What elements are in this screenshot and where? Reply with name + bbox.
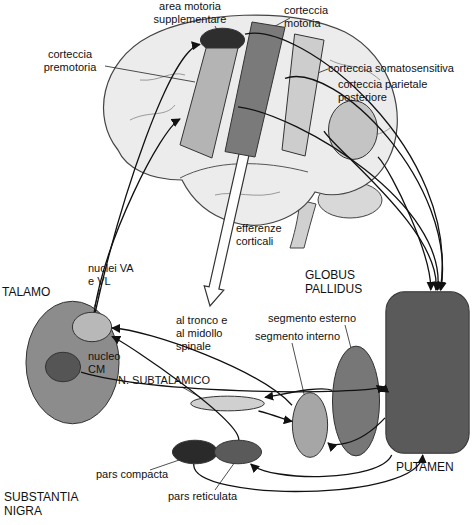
region-outline (225, 22, 285, 157)
region-shape (172, 440, 217, 464)
region-shape (26, 301, 119, 424)
structure-label: area motoria supplementare (140, 0, 240, 26)
structure-label: TALAMO (2, 285, 72, 299)
structure-label: N. SUBTALAMICO (118, 374, 228, 387)
pathway-arrow (95, 44, 200, 312)
region-outline (180, 48, 238, 158)
brain-structure: pars compacta (172, 440, 218, 464)
region-shape (180, 48, 238, 158)
structure-label: corteccia parietale posteriore (338, 78, 448, 104)
structure-label: pars reticulata (168, 490, 268, 503)
pathway-arrow (81, 372, 385, 392)
pathway-arrow (324, 131, 436, 290)
brain-structure: N. SUBTALAMICO (190, 396, 265, 411)
region-shape (191, 396, 265, 411)
structure-label: PUTAMEN (396, 460, 466, 474)
brain-structure: segmento interno (292, 392, 328, 458)
structure-label: corteccia somatosensitiva (328, 62, 468, 75)
brain-structure: nuclei VA e VL (72, 312, 112, 342)
structure-label: corteccia premotoria (30, 48, 110, 74)
pathway-arrow (328, 418, 385, 445)
pathway-arrow (245, 33, 442, 290)
structure-label: corteccia motoria (284, 4, 344, 30)
pathway-arrow (112, 337, 239, 441)
leader-line (215, 462, 235, 490)
structure-label: segmento esterno (268, 312, 378, 325)
brain-structure: nucleo CM (45, 352, 81, 382)
pathway-arrow (285, 77, 443, 290)
region-outline (72, 312, 112, 342)
pathway-arrow (378, 157, 431, 290)
brain-outline (104, 15, 398, 225)
leader-lines (78, 18, 352, 490)
structure-label: nuclei VA e VL (88, 262, 138, 288)
brain-structure: TALAMOnuclei VA e VLnucleo CM (25, 300, 120, 425)
leader-line (105, 66, 195, 82)
region-outline (172, 440, 218, 464)
region-shape (292, 393, 327, 458)
brain-structure: corteccia premotoria (180, 48, 238, 158)
brain-structure: corteccia motoria (225, 22, 285, 157)
brain-structure: segmento esterno (332, 345, 380, 457)
region-shape (386, 292, 469, 454)
pathway-arrow (194, 455, 423, 491)
brain-structure: pars reticulata (214, 440, 262, 464)
region-outline (385, 290, 470, 455)
annotation-label: SUBSTANTIA NIGRA (4, 490, 89, 518)
region-outline (328, 100, 378, 160)
region-shape (45, 352, 80, 381)
structure-label: segmento interno (255, 330, 365, 343)
region-outline (214, 440, 262, 464)
region-outline (292, 392, 328, 458)
region-outline (282, 34, 324, 156)
region-shape (225, 22, 285, 157)
annotation-label: efferenze corticali (236, 222, 306, 248)
pathway-arrow (112, 328, 292, 405)
pathway-arrow (265, 389, 332, 398)
leader-line (292, 343, 305, 398)
region-shape (282, 34, 324, 156)
region-outline (45, 352, 81, 382)
structure-label: pars compacta (96, 468, 186, 481)
structure-label: nucleo CM (88, 350, 128, 376)
brain-structure: corteccia parietale posteriore (328, 100, 378, 160)
region-shape (332, 346, 379, 456)
brain-structure: PUTAMEN (385, 290, 470, 455)
region-outline (190, 396, 265, 411)
pathway-arrow (251, 455, 392, 477)
pathway-arrow (380, 389, 385, 391)
annotation-label: GLOBUS PALLIDUS (305, 268, 380, 296)
pathway-arrow (259, 411, 293, 421)
annotation-label: al tronco e al midollo spinale (176, 314, 238, 353)
pathway-arrow (238, 107, 438, 290)
brain-structure: corteccia somatosensitiva (282, 34, 324, 156)
region-shape (329, 101, 378, 160)
region-shape (72, 312, 111, 341)
pathway-arrow (94, 119, 180, 312)
region-outline (332, 345, 380, 457)
region-shape (214, 440, 261, 464)
